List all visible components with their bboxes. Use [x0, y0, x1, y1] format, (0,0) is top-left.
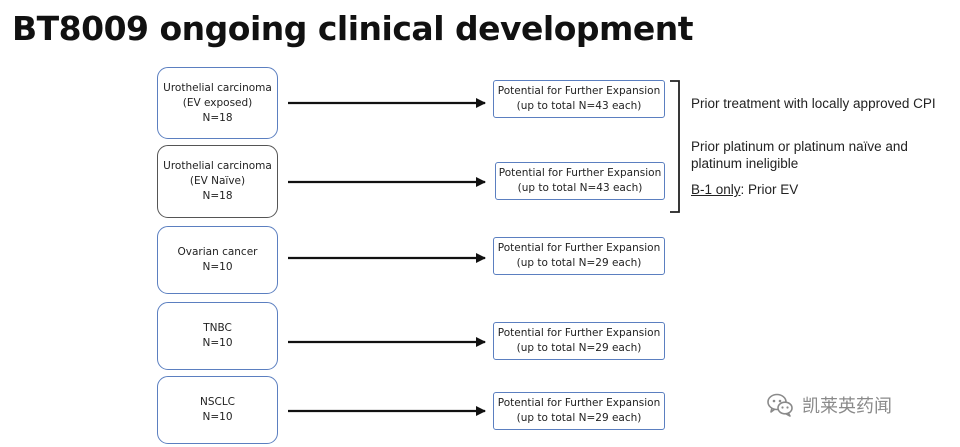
- expansion-box-uc-ev-naive: Potential for Further Expansion (up to t…: [495, 162, 665, 200]
- cohort-name: Ovarian cancer: [177, 246, 258, 258]
- cohort-box-nsclc: NSCLC N=10: [157, 376, 278, 444]
- criteria-item-prior-platinum: Prior platinum or platinum naïve and pla…: [691, 139, 908, 171]
- criteria-bracket: [670, 80, 680, 213]
- cohort-count: N=10: [202, 411, 233, 423]
- cohort-box-uc-ev-exposed: Urothelial carcinoma (EV exposed) N=18: [157, 67, 278, 139]
- expansion-label: Potential for Further Expansion: [498, 167, 662, 179]
- expansion-label: Potential for Further Expansion: [497, 242, 661, 254]
- expansion-total: (up to total N=29 each): [516, 412, 642, 424]
- cohort-box-uc-ev-naive: Urothelial carcinoma (EV Naïve) N=18: [157, 145, 278, 218]
- expansion-box-nsclc: Potential for Further Expansion (up to t…: [493, 392, 665, 430]
- cohort-count: N=18: [202, 190, 233, 202]
- criteria-item-prior-cpi: Prior treatment with locally approved CP…: [691, 96, 936, 111]
- watermark: 凯莱英药闻: [766, 391, 892, 419]
- expansion-total: (up to total N=43 each): [517, 182, 643, 194]
- cohort-name: Urothelial carcinoma: [163, 81, 272, 94]
- cohort-count: N=10: [202, 261, 233, 273]
- cohort-subtype: (EV Naïve): [189, 175, 246, 187]
- expansion-total: (up to total N=29 each): [516, 342, 642, 354]
- expansion-total: (up to total N=43 each): [516, 100, 642, 112]
- expansion-box-uc-ev-exposed: Potential for Further Expansion (up to t…: [493, 80, 665, 118]
- expansion-total: (up to total N=29 each): [516, 257, 642, 269]
- expansion-box-ovarian: Potential for Further Expansion (up to t…: [493, 237, 665, 275]
- wechat-icon: [767, 393, 793, 417]
- cohort-box-tnbc: TNBC N=10: [157, 302, 278, 370]
- criteria-item-prior-ev: B-1 only: Prior EV: [691, 181, 941, 198]
- criteria-b1-text: Prior EV: [744, 182, 799, 197]
- cohort-name: Urothelial carcinoma: [163, 160, 272, 172]
- cohort-subtype: (EV exposed): [182, 96, 253, 109]
- cohort-count: N=18: [202, 111, 233, 124]
- cohort-count: N=10: [202, 337, 233, 349]
- expansion-label: Potential for Further Expansion: [497, 327, 661, 339]
- expansion-label: Potential for Further Expansion: [497, 397, 661, 409]
- expansion-label: Potential for Further Expansion: [497, 85, 661, 97]
- cohort-box-ovarian: Ovarian cancer N=10: [157, 226, 278, 294]
- criteria-b1-label: B-1 only: [691, 182, 741, 197]
- cohort-name: NSCLC: [199, 396, 236, 408]
- expansion-box-tnbc: Potential for Further Expansion (up to t…: [493, 322, 665, 360]
- criteria-b1-colon: :: [740, 182, 745, 197]
- watermark-text: 凯莱英药闻: [802, 396, 892, 417]
- cohort-name: TNBC: [203, 322, 232, 334]
- page-title: BT8009 ongoing clinical development: [12, 9, 694, 48]
